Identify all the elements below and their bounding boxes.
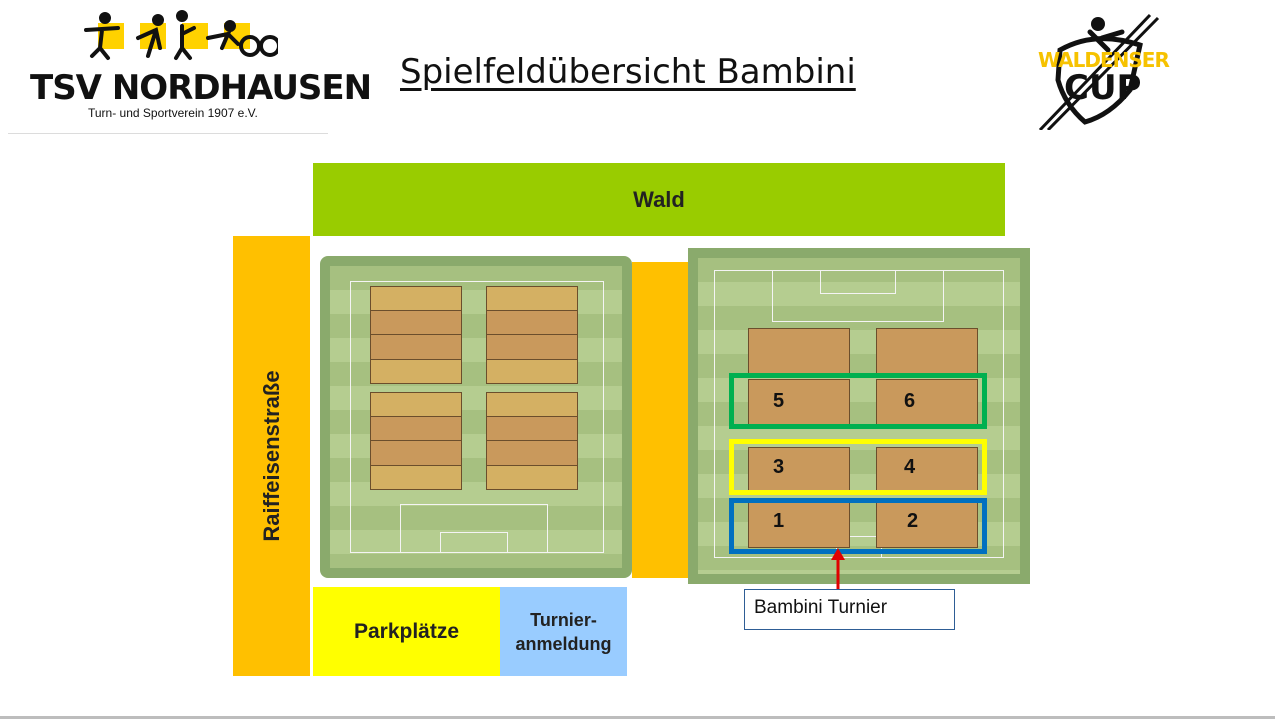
street-label: Raiffeisenstraße	[258, 370, 284, 542]
sports-pictograms-icon	[84, 10, 278, 60]
left-soccer-field	[320, 256, 632, 578]
club-name: TSV NORDHAUSEN	[30, 68, 372, 108]
registration-area: Turnier- anmeldung	[500, 587, 627, 676]
cup-logo-word1: WALDENSER	[1038, 48, 1170, 72]
zone-fields-3-4	[729, 439, 987, 495]
field-number-6: 6	[904, 390, 916, 412]
callout-arrow-icon	[831, 548, 845, 590]
parking-area: Parkplätze	[313, 587, 500, 676]
field-number-4: 4	[904, 456, 916, 478]
wald-label: Wald	[633, 186, 685, 212]
wald-area: Wald	[313, 163, 1005, 236]
bambini-turnier-callout: Bambini Turnier	[744, 589, 955, 630]
cup-logo-word2: CUP	[1064, 68, 1142, 108]
field-number-1: 1	[773, 510, 785, 532]
parking-label: Parkplätze	[353, 619, 460, 643]
zone-fields-5-6	[729, 373, 987, 429]
bottom-rule	[0, 716, 1275, 719]
path-strip	[632, 262, 688, 578]
waldenser-cup-logo: WALDENSER CUP	[1030, 10, 1170, 130]
field-number-3: 3	[773, 456, 785, 478]
field-number-2: 2	[907, 510, 919, 532]
registration-label-line2: anmeldung	[515, 633, 612, 654]
street-area: Raiffeisenstraße	[233, 236, 310, 676]
tsv-nordhausen-logo: TSV NORDHAUSEN Turn- und Sportverein 190…	[8, 8, 372, 134]
right-soccer-field: 5 6 3 4 1 2	[688, 248, 1030, 584]
page-title: Spielfeldübersicht Bambini	[400, 52, 856, 92]
field-number-5: 5	[773, 390, 785, 412]
zone-fields-1-2	[729, 498, 987, 554]
cup-shield-icon	[1038, 13, 1160, 130]
club-subtitle: Turn- und Sportverein 1907 e.V.	[88, 106, 258, 120]
registration-label-line1: Turnier-	[530, 609, 597, 630]
